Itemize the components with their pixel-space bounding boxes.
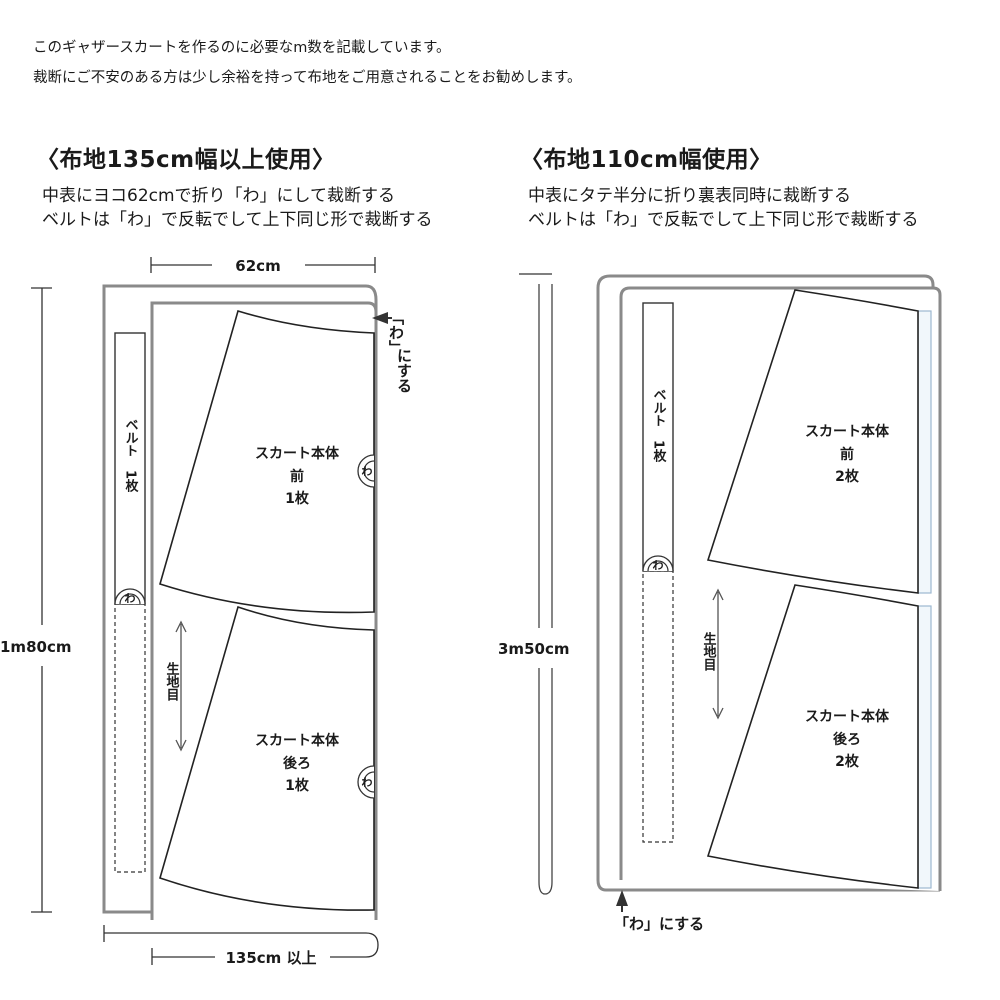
left-front-wa-mark: わ: [357, 454, 375, 488]
svg-text:わ: わ: [653, 559, 664, 572]
right-skirt-back-piece: [706, 584, 919, 889]
right-dim-side: 3m50cm: [498, 273, 569, 895]
right-skirt-front-piece: [706, 289, 919, 594]
left-dim-bottom: 135cm 以上: [103, 925, 379, 967]
left-grain-label: 生地目: [164, 661, 180, 702]
left-dim-top: 62cm: [150, 257, 376, 275]
right-front-part: 前: [840, 446, 854, 463]
right-front-name: スカート本体: [805, 423, 890, 440]
left-instruction-2: ベルトは「わ」で反転でして上下同じ形で裁断する: [42, 210, 433, 230]
intro-line-2: 裁断にご不安のある方は少し余裕を持って布地をご用意されることをお勧めします。: [33, 70, 582, 86]
right-belt-label: ベルト 1枚: [651, 388, 667, 463]
right-belt-piece: [642, 302, 674, 572]
svg-text:わ: わ: [362, 776, 373, 789]
right-back-count: 2枚: [835, 753, 860, 770]
left-back-name: スカート本体: [255, 732, 340, 749]
left-instruction-1: 中表にヨコ62cmで折り「わ」にして裁断する: [42, 186, 396, 206]
right-front-fold-edge: [917, 310, 932, 594]
right-dim-side-label: 3m50cm: [498, 640, 569, 658]
right-grain-line: 生地目: [701, 588, 724, 720]
right-back-fold-edge: [917, 605, 932, 889]
left-front-part: 前: [290, 468, 304, 485]
left-dim-side: 1m80cm: [0, 287, 71, 913]
left-heading: 〈布地135cm幅以上使用〉: [36, 147, 336, 173]
right-back-name: スカート本体: [805, 708, 890, 725]
svg-text:わ: わ: [125, 592, 136, 605]
right-instruction-2: ベルトは「わ」で反転でして上下同じ形で裁断する: [528, 210, 919, 230]
left-front-name: スカート本体: [255, 445, 340, 462]
left-fold-text: にする: [395, 348, 413, 393]
right-heading: 〈布地110cm幅使用〉: [520, 147, 773, 173]
left-front-count: 1枚: [285, 490, 310, 507]
left-dim-side-label: 1m80cm: [0, 638, 71, 656]
left-back-part: 後ろ: [283, 755, 311, 772]
left-fold-bracket: 「わ」: [387, 310, 405, 355]
left-belt-wa-mark: わ: [114, 588, 146, 605]
left-skirt-front-piece: [159, 309, 375, 614]
right-fold-note: 「わ」にする: [614, 890, 704, 933]
left-belt-label: ベルト 1枚: [123, 418, 139, 493]
right-back-part: 後ろ: [833, 731, 861, 748]
left-back-wa-mark: わ: [357, 765, 375, 799]
left-dim-top-label: 62cm: [235, 257, 280, 275]
left-diagram: 62cm 1m80cm 「わ」 にする ベルト 1枚 わ: [0, 257, 413, 967]
right-grain-label: 生地目: [701, 631, 717, 672]
intro-line-1: このギャザースカートを作るのに必要なm数を記載しています。: [33, 40, 451, 56]
right-instruction-1: 中表にタテ半分に折り裏表同時に裁断する: [528, 186, 851, 206]
left-dim-bottom-label: 135cm 以上: [225, 949, 316, 967]
left-fold-note: 「わ」 にする: [372, 310, 413, 393]
left-back-count: 1枚: [285, 777, 310, 794]
right-front-count: 2枚: [835, 468, 860, 485]
svg-text:わ: わ: [362, 465, 373, 478]
left-belt-piece: [114, 332, 146, 605]
left-skirt-back-piece: [159, 605, 375, 911]
left-grain-line: 生地目: [164, 620, 187, 752]
right-belt-wa-mark: わ: [642, 555, 674, 572]
right-fold-text: 「わ」にする: [614, 915, 704, 933]
right-diagram: 3m50cm ベルト 1枚 わ 生地目 スカート本体 前 2枚: [498, 273, 942, 933]
